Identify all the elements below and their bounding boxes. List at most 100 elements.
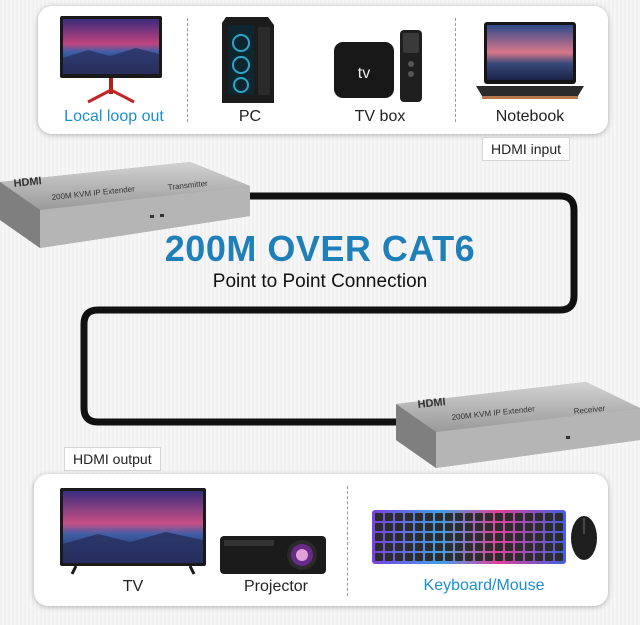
- keyboard-key: [425, 513, 433, 521]
- keyboard-key: [505, 543, 513, 551]
- hdmi-input-tag: HDMI input: [482, 137, 571, 161]
- keyboard-key: [525, 513, 533, 521]
- keyboard-key: [495, 543, 503, 551]
- receiver-unit: HDMI 200M KVM IP Extender Receiver: [396, 382, 640, 468]
- keyboard-key: [455, 533, 463, 541]
- keyboard-mouse-icon: [372, 510, 597, 564]
- keyboard-key: [515, 523, 523, 531]
- keyboard-key: [465, 543, 473, 551]
- keyboard-key: [385, 513, 393, 521]
- keyboard-key: [375, 553, 383, 561]
- keyboard-key: [535, 553, 543, 561]
- top-divider-1: [187, 18, 188, 122]
- projector-icon: [220, 536, 326, 574]
- keyboard-key: [555, 523, 563, 531]
- keyboard-key: [395, 523, 403, 531]
- transmitter-brand: HDMI: [13, 175, 42, 190]
- projector-label: Projector: [243, 578, 309, 595]
- keyboard-key: [515, 553, 523, 561]
- pc-tower-icon: [222, 17, 274, 103]
- pc-label: PC: [238, 108, 262, 125]
- keyboard-key: [545, 543, 553, 551]
- keyboard-key: [425, 553, 433, 561]
- keyboard-key: [455, 523, 463, 531]
- keyboard-key: [515, 543, 523, 551]
- keyboard-key: [555, 513, 563, 521]
- keyboard-key: [445, 543, 453, 551]
- headline: 200M OVER CAT6: [164, 228, 476, 269]
- subline: Point to Point Connection: [212, 271, 428, 292]
- laptop-icon: [476, 22, 584, 99]
- keyboard-key: [405, 543, 413, 551]
- transmitter-role: Transmitter: [167, 179, 208, 192]
- transmitter-unit: HDMI 200M KVM IP Extender Transmitter: [0, 162, 250, 248]
- receiver-brand: HDMI: [417, 396, 446, 411]
- keyboard-key: [445, 533, 453, 541]
- keyboard-key: [495, 513, 503, 521]
- keyboard-key: [465, 523, 473, 531]
- keyboard-key: [375, 523, 383, 531]
- keyboard-key: [495, 533, 503, 541]
- keyboard-key: [405, 553, 413, 561]
- keyboard-key: [535, 543, 543, 551]
- keyboard-key: [385, 543, 393, 551]
- keyboard-key: [455, 553, 463, 561]
- keyboard-key: [415, 513, 423, 521]
- keyboard-key: [555, 543, 563, 551]
- keyboard-key: [465, 553, 473, 561]
- keyboard-key: [515, 533, 523, 541]
- keyboard-mouse-label: Keyboard/Mouse: [423, 577, 545, 594]
- keyboard-key: [475, 523, 483, 531]
- keyboard-key: [475, 533, 483, 541]
- monitor-icon: [60, 16, 162, 104]
- keyboard-key: [385, 553, 393, 561]
- keyboard-key: [505, 553, 513, 561]
- keyboard-key: [445, 513, 453, 521]
- keyboard-key: [555, 533, 563, 541]
- keyboard-key: [415, 533, 423, 541]
- keyboard-key: [375, 513, 383, 521]
- keyboard-keys: [375, 513, 563, 561]
- keyboard-key: [375, 533, 383, 541]
- hdmi-output-tag: HDMI output: [64, 447, 161, 471]
- keyboard-key: [435, 543, 443, 551]
- keyboard-key: [425, 543, 433, 551]
- keyboard-key: [505, 513, 513, 521]
- keyboard-key: [535, 513, 543, 521]
- keyboard-key: [405, 513, 413, 521]
- keyboard-key: [375, 543, 383, 551]
- keyboard-key: [535, 523, 543, 531]
- keyboard-key: [465, 533, 473, 541]
- local-loop-out-label: Local loop out: [64, 108, 164, 125]
- bottom-divider: [347, 486, 348, 596]
- keyboard-key: [385, 523, 393, 531]
- keyboard-key: [485, 543, 493, 551]
- keyboard-key: [475, 543, 483, 551]
- keyboard-key: [545, 533, 553, 541]
- keyboard-key: [485, 523, 493, 531]
- keyboard-key: [475, 553, 483, 561]
- tv-box-label: TV box: [354, 108, 406, 125]
- keyboard-key: [525, 523, 533, 531]
- keyboard-key: [445, 523, 453, 531]
- tv-box-logo: tv: [358, 65, 370, 82]
- keyboard-key: [415, 543, 423, 551]
- keyboard-key: [415, 553, 423, 561]
- keyboard-key: [495, 553, 503, 561]
- keyboard-key: [405, 533, 413, 541]
- keyboard-key: [505, 523, 513, 531]
- keyboard-key: [395, 553, 403, 561]
- tv-box-icon: tv: [334, 30, 422, 102]
- keyboard-key: [485, 553, 493, 561]
- keyboard-key: [455, 543, 463, 551]
- keyboard-key: [405, 523, 413, 531]
- keyboard-key: [385, 533, 393, 541]
- keyboard-key: [395, 513, 403, 521]
- receiver-role: Receiver: [573, 404, 606, 416]
- keyboard-key: [545, 523, 553, 531]
- keyboard-key: [395, 543, 403, 551]
- keyboard-key: [495, 523, 503, 531]
- keyboard-key: [525, 543, 533, 551]
